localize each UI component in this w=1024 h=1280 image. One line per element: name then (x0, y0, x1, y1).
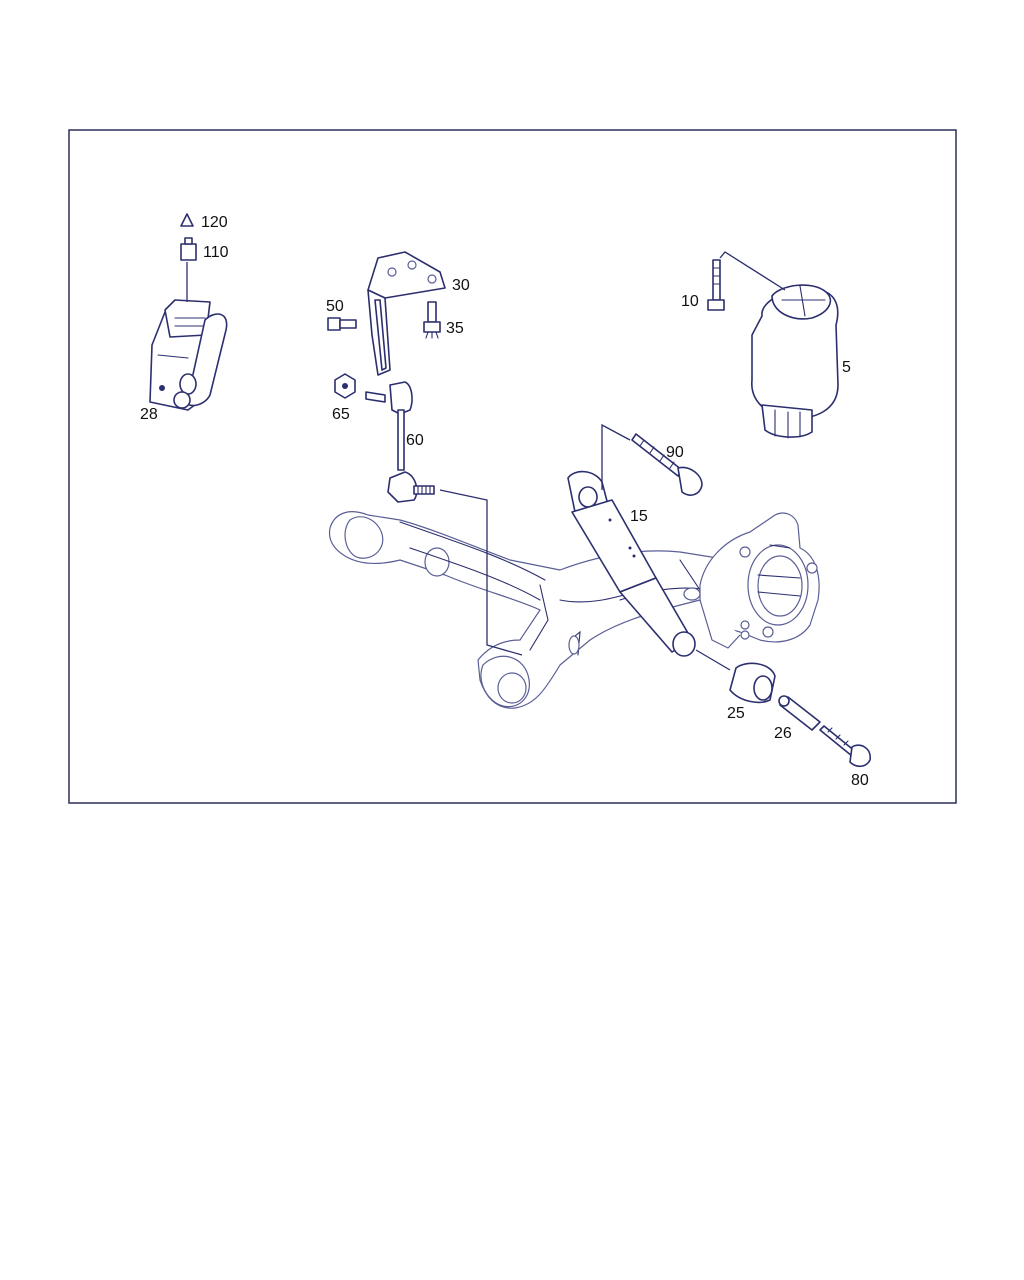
callout-80: 80 (851, 772, 869, 789)
leader-25 (695, 649, 731, 671)
diagram-frame (68, 129, 957, 804)
callout-60: 60 (406, 432, 424, 449)
callout-15: 15 (630, 508, 648, 525)
shock-absorber-15 (567, 470, 696, 657)
cap-120 (180, 213, 194, 227)
nut-65 (334, 373, 356, 399)
callout-10: 10 (681, 293, 699, 310)
leader-60 (439, 489, 523, 656)
screw-50 (327, 317, 357, 331)
callout-90: 90 (666, 444, 684, 461)
callout-120: 120 (201, 214, 228, 231)
bushing-25 (729, 662, 776, 704)
bolt-80 (819, 725, 871, 768)
level-sensor (149, 299, 228, 411)
callout-5: 5 (842, 359, 851, 376)
callout-28: 28 (140, 406, 158, 423)
callout-65: 65 (332, 406, 350, 423)
callout-35: 35 (446, 320, 464, 337)
bolt-90 (631, 433, 703, 496)
sleeve-26 (778, 695, 821, 731)
callout-110: 110 (203, 244, 229, 261)
connector-110 (180, 237, 197, 261)
screw-35 (423, 301, 441, 339)
callout-26: 26 (774, 725, 792, 742)
wheel-carrier (699, 512, 820, 649)
callout-25: 25 (727, 705, 745, 722)
callout-50: 50 (326, 298, 344, 315)
leader-15 (601, 423, 631, 490)
air-spring-5 (751, 284, 839, 439)
bolt-10 (707, 259, 725, 311)
bracket-30 (367, 251, 446, 376)
leader-10 (719, 251, 786, 291)
callout-30: 30 (452, 277, 470, 294)
coupling-rod-60 (365, 381, 435, 503)
